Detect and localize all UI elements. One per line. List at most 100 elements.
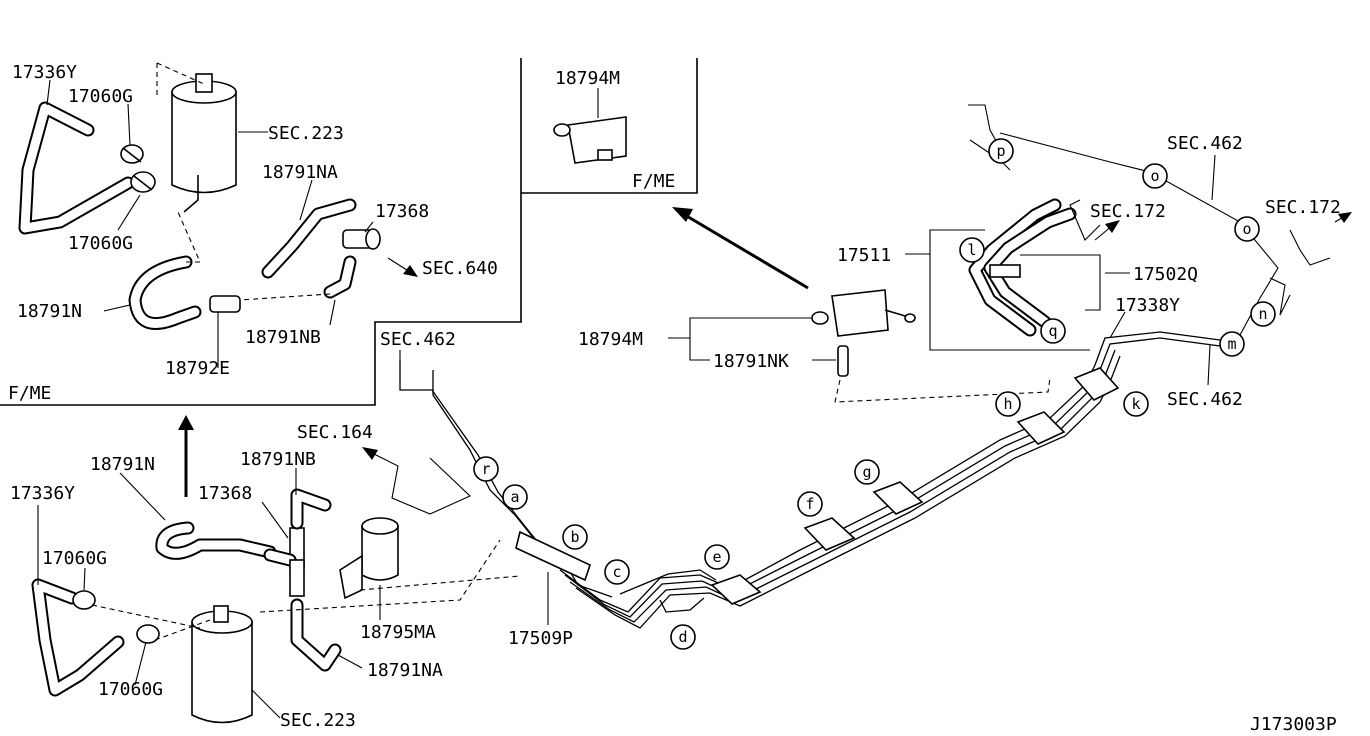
- valve-17368-top: [342, 228, 381, 250]
- callout-b: b: [562, 524, 588, 550]
- callout-r: r: [473, 456, 499, 482]
- svg-text:f: f: [805, 495, 814, 513]
- connector-18791nk: [834, 345, 1051, 403]
- callout-p: p: [988, 138, 1014, 164]
- callout-q: q: [1040, 318, 1066, 344]
- svg-text:r: r: [481, 460, 490, 478]
- hose-18791n-bottom: [155, 521, 277, 560]
- label-17336y-top: 17336Y: [12, 62, 77, 83]
- svg-text:d: d: [678, 628, 687, 646]
- clamp-17060g-bottom-2: [91, 604, 211, 644]
- drawing-id: J173003P: [1250, 714, 1337, 735]
- label-sec164: SEC.164: [297, 422, 373, 443]
- label-18791n-bottom: 18791N: [90, 454, 155, 475]
- callout-h: h: [995, 391, 1021, 417]
- callout-o-2: o: [1234, 216, 1260, 242]
- svg-text:o: o: [1242, 220, 1251, 238]
- label-17368-top: 17368: [375, 201, 429, 222]
- callout-k: k: [1123, 391, 1149, 417]
- svg-text:m: m: [1227, 335, 1236, 353]
- svg-text:a: a: [510, 488, 519, 506]
- hose-18791nb-top: [239, 255, 357, 301]
- callout-n: n: [1250, 301, 1276, 327]
- callout-l: l: [959, 237, 985, 263]
- label-18794m: 18794M: [578, 329, 643, 350]
- label-sec640: SEC.640: [422, 258, 498, 279]
- label-18791nk: 18791NK: [713, 351, 789, 372]
- fme-panel-border-top: [521, 58, 698, 194]
- label-sec462-left: SEC.462: [380, 329, 456, 350]
- label-sec462-top-right: SEC.462: [1167, 133, 1243, 154]
- svg-text:p: p: [996, 142, 1005, 160]
- clamp-17060g-bottom-1: [72, 590, 96, 610]
- callout-e: e: [704, 544, 730, 570]
- solenoid-18795ma: [259, 517, 521, 613]
- svg-text:c: c: [612, 563, 621, 581]
- label-sec223-bottom: SEC.223: [280, 710, 356, 731]
- label-17060g-bottom-1: 17060G: [42, 548, 107, 569]
- label-fme-box: F/ME: [632, 171, 675, 192]
- callout-o-1: o: [1142, 163, 1168, 189]
- label-17060g-bottom-2: 17060G: [98, 679, 163, 700]
- label-18791nb-top: 18791NB: [245, 327, 321, 348]
- label-18792e: 18792E: [165, 358, 230, 379]
- tube-clips: [710, 367, 1120, 605]
- valve-17368-bottom: [263, 527, 305, 597]
- hose-18791nb-bottom: [290, 488, 332, 530]
- label-17336y-bottom: 17336Y: [10, 483, 75, 504]
- hose-18791na-top: [261, 198, 357, 279]
- callout-g: g: [854, 459, 880, 485]
- arrow-sec164: [362, 447, 471, 515]
- arrow-to-fme-box: [672, 207, 809, 290]
- fme-panel-border-left: [0, 58, 522, 406]
- leader-lines: [37, 79, 1216, 719]
- label-17060g-top-1: 17060G: [68, 86, 133, 107]
- label-18791n-top: 18791N: [17, 301, 82, 322]
- connector-18792e: [209, 295, 241, 355]
- label-18791na-top: 18791NA: [262, 162, 338, 183]
- clip-17509p: [515, 530, 591, 582]
- label-17338y: 17338Y: [1115, 295, 1180, 316]
- callout-c: c: [604, 559, 630, 585]
- clamp-17060g-top-2: [130, 171, 156, 193]
- callout-a: a: [502, 484, 528, 510]
- callout-d: d: [670, 624, 696, 650]
- hose-18791na-bottom: [290, 598, 342, 672]
- label-17509p: 17509P: [508, 628, 573, 649]
- svg-text:g: g: [862, 463, 871, 481]
- part-17502q-tubes: [968, 198, 1101, 337]
- arrow-sec172-a: [1094, 220, 1120, 241]
- right-routing-lines: [968, 104, 1331, 341]
- label-17368-bottom: 17368: [198, 483, 252, 504]
- svg-text:h: h: [1003, 395, 1012, 413]
- label-17502q: 17502Q: [1133, 264, 1198, 285]
- label-sec223-top: SEC.223: [268, 123, 344, 144]
- canister-top: [156, 62, 237, 213]
- hose-17336y-top: [18, 101, 135, 235]
- part-17511-box: [905, 229, 1090, 351]
- hose-18791n-top: [128, 211, 202, 331]
- svg-text:k: k: [1131, 395, 1140, 413]
- arrow-sec172-b: [1334, 212, 1352, 223]
- arrow-to-fme-top: [178, 415, 194, 497]
- label-18791nb-bottom: 18791NB: [240, 449, 316, 470]
- label-fme-left: F/ME: [8, 383, 51, 404]
- svg-text:o: o: [1150, 167, 1159, 185]
- part-18794m: [811, 289, 916, 337]
- svg-text:q: q: [1048, 322, 1057, 340]
- label-18791na-bottom: 18791NA: [367, 660, 443, 681]
- part-18794m-box: [553, 116, 627, 164]
- label-18794m-box: 18794M: [555, 68, 620, 89]
- callout-m: m: [1219, 331, 1245, 357]
- canister-bottom: [191, 605, 253, 724]
- label-sec462-bottom-right: SEC.462: [1167, 389, 1243, 410]
- clamp-17060g-top-1: [120, 144, 144, 164]
- hose-17336y-bottom: [31, 578, 125, 697]
- svg-text:b: b: [570, 528, 579, 546]
- label-17060g-top-2: 17060G: [68, 233, 133, 254]
- arrow-sec640: [387, 257, 418, 277]
- svg-text:n: n: [1258, 305, 1267, 323]
- svg-text:e: e: [712, 548, 721, 566]
- label-18795ma: 18795MA: [360, 622, 436, 643]
